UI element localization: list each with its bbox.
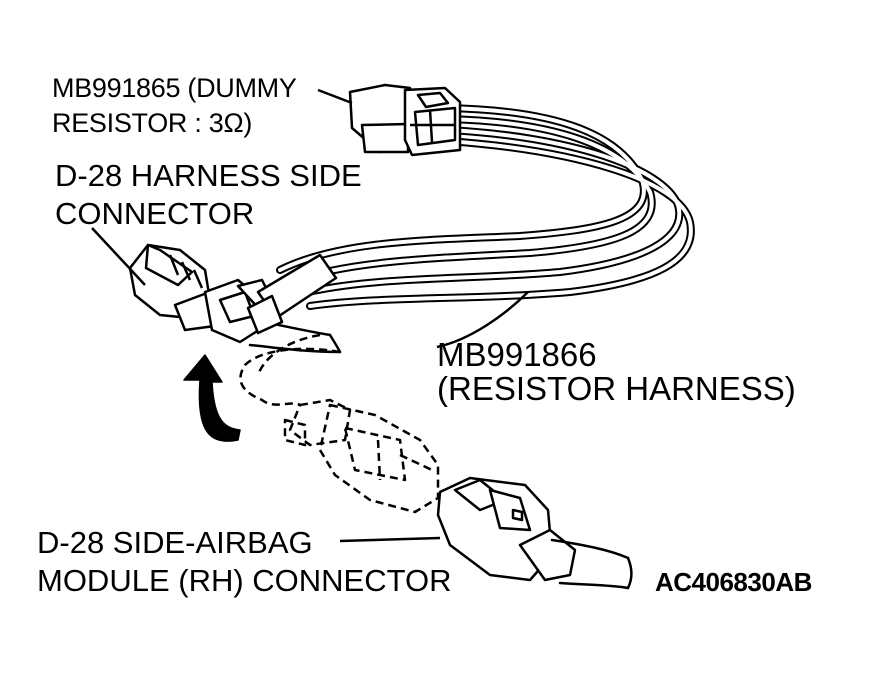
disconnected-connector-ghost	[239, 333, 440, 514]
figure-code: AC406830AB	[655, 567, 812, 597]
resistor-harness-wires	[276, 104, 695, 310]
airbag-module-wire	[550, 538, 633, 590]
connection-arrow	[183, 354, 241, 442]
resistor-harness-label-line2: (RESISTOR HARNESS)	[437, 370, 796, 407]
dummy-resistor-connector	[348, 83, 462, 157]
dummy-resistor-label-line2: RESISTOR : 3Ω)	[52, 108, 253, 138]
airbag-module-connector-label-line1: D-28 SIDE-AIRBAG	[37, 525, 313, 560]
airbag-module-connector-label-line2: MODULE (RH) CONNECTOR	[37, 563, 452, 598]
airbag-module-connector	[436, 476, 577, 582]
resistor-harness-label-line1: MB991866	[437, 336, 597, 373]
leader-lines	[91, 88, 529, 543]
harness-side-connector-label-line2: CONNECTOR	[55, 196, 255, 231]
harness-side-connector-label-line1: D-28 HARNESS SIDE	[55, 158, 362, 193]
dummy-resistor-label-line1: MB991865 (DUMMY	[52, 73, 297, 103]
harness-side-connector	[128, 243, 274, 344]
resistor-harness-plug	[246, 253, 338, 335]
